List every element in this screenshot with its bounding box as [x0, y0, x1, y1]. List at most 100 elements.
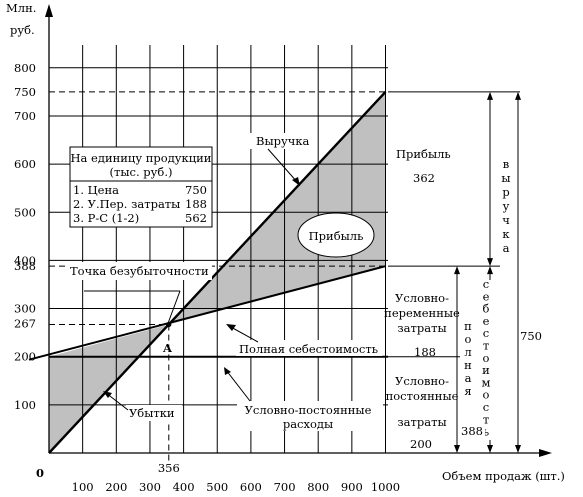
point-a-label: A [162, 341, 173, 355]
revenue-vertical-label: у [503, 199, 510, 213]
total-cost-pointer [228, 325, 259, 343]
full-vertical-label: л [464, 345, 471, 359]
info-box-row-value: 188 [185, 197, 207, 211]
profit-dimension-arrow-bottom [487, 258, 493, 267]
revenue-vertical-label: а [503, 241, 510, 255]
info-box-row-label: 2. У.Пер. затраты [73, 197, 180, 211]
cost-vertical-label: о [483, 351, 490, 365]
profit-panel-label: Прибыль [396, 147, 451, 161]
revenue-brace-value: 750 [520, 329, 542, 343]
fixed-costs-panel-label: постоянные [386, 389, 459, 403]
x-tick-label: 800 [307, 480, 329, 494]
info-box-title: На единицу продукции [71, 151, 212, 165]
y-tick-label: 100 [14, 398, 36, 412]
x-tick-label: 900 [341, 480, 363, 494]
revenue-vertical-label: р [502, 185, 509, 199]
cost-dimension-arrow-bottom [487, 445, 493, 453]
y-special-label: 750 [14, 85, 36, 99]
full-vertical-label: я [464, 384, 471, 398]
total-cost-pointer-arrow [226, 324, 236, 331]
total-cost-label: Полная себестоимость [239, 342, 378, 356]
label-bg [126, 405, 182, 421]
x-tick-label: 300 [139, 480, 161, 494]
breakeven-label: Точка безубыточности [70, 264, 209, 278]
revenue-pointer [267, 148, 299, 184]
revenue-pointer-arrow [292, 177, 300, 186]
revenue-vertical-label: в [503, 157, 509, 171]
full-vertical-label: н [464, 358, 472, 372]
full-cost-dimension-arrow-top [454, 266, 460, 275]
profit-ellipse [297, 212, 375, 258]
x-tick-label: 700 [274, 480, 296, 494]
profit-panel-value: 362 [413, 171, 435, 185]
label-bg [66, 262, 212, 280]
revenue-vertical-label: ч [502, 213, 510, 227]
cost-vertical-label: о [483, 388, 490, 402]
cost-vertical-label: ь [483, 425, 489, 439]
y-tick-label: 700 [14, 109, 36, 123]
fixed-costs-panel-value: 200 [410, 437, 432, 451]
y-tick-label: 500 [14, 205, 36, 219]
y-special-label: 267 [14, 316, 36, 330]
y-axis-title: Млн. [6, 1, 36, 15]
profit-dimension-arrow-top [487, 91, 493, 100]
fixed-costs-panel-label: Условно- [395, 374, 449, 388]
cost-vertical-label: б [483, 302, 490, 316]
cost-dimension-arrow-top [487, 266, 493, 275]
info-box-row-value: 562 [185, 211, 207, 225]
info-box-subtitle: (тыс. руб.) [110, 165, 173, 179]
info-box-row-label: 3. Р-С (1-2) [73, 211, 139, 225]
cost-vertical-label: т [483, 339, 489, 353]
series-line-total-cost [28, 265, 386, 361]
info-box [69, 146, 213, 228]
x-special-label: 356 [158, 461, 180, 475]
x-tick-label: 400 [173, 480, 195, 494]
x-tick-label: 100 [72, 480, 94, 494]
y-tick-label: 600 [14, 157, 36, 171]
y-axis-arrow [45, 4, 53, 17]
label-bg [459, 424, 485, 439]
label-bg [478, 280, 492, 440]
variable-costs-label: переменные [384, 306, 460, 320]
origin-label: 0 [36, 466, 44, 480]
y-special-label: 388 [14, 259, 36, 273]
x-tick-label: 1000 [371, 480, 400, 494]
label-bg [500, 158, 513, 260]
variable-costs-label: затраты [397, 321, 446, 335]
info-box-row-label: 1. Цена [73, 183, 119, 197]
variable-costs-label: Условно- [395, 291, 449, 305]
y-tick-label: 400 [14, 253, 36, 267]
full-vertical-label: о [465, 332, 472, 346]
cost-vertical-label: с [483, 326, 489, 340]
full-cost-dimension-arrow-bottom [454, 445, 460, 453]
y-tick-label: 800 [14, 61, 36, 75]
full-vertical-label: а [465, 371, 472, 385]
fixed-costs-label: Условно-постоянные [245, 403, 372, 417]
fixed-costs-label: расходы [283, 417, 333, 431]
cost-vertical-label: е [483, 314, 490, 328]
breakeven-pointer [166, 290, 181, 327]
label-bg [237, 401, 383, 431]
losses-label: Убытки [129, 406, 175, 420]
x-tick-label: 600 [240, 480, 262, 494]
full-vertical-label: п [464, 319, 472, 333]
cost-vertical-label: и [482, 363, 490, 377]
x-axis-arrow [539, 449, 552, 457]
cost-vertical-label: с [483, 400, 489, 414]
x-tick-label: 200 [105, 480, 127, 494]
variable-costs-value: 188 [414, 345, 436, 359]
profit-ellipse-label: Прибыль [309, 229, 364, 243]
x-axis-title: Объем продаж (шт.) [442, 469, 565, 483]
label-bg [519, 329, 543, 344]
label-bg [462, 322, 474, 394]
breakeven-point [166, 321, 172, 328]
fixed-costs-pointer-arrow [224, 367, 231, 375]
revenue-vertical-label: к [502, 227, 510, 241]
cost-vertical-label: е [483, 289, 490, 303]
revenue-vertical-label: ы [501, 171, 510, 185]
revenue-dimension-arrow-bottom [515, 445, 521, 453]
cost-vertical-label: с [483, 277, 489, 291]
fixed-costs-panel-label: затраты [397, 415, 446, 429]
cost-brace-value: 388 [461, 424, 483, 438]
